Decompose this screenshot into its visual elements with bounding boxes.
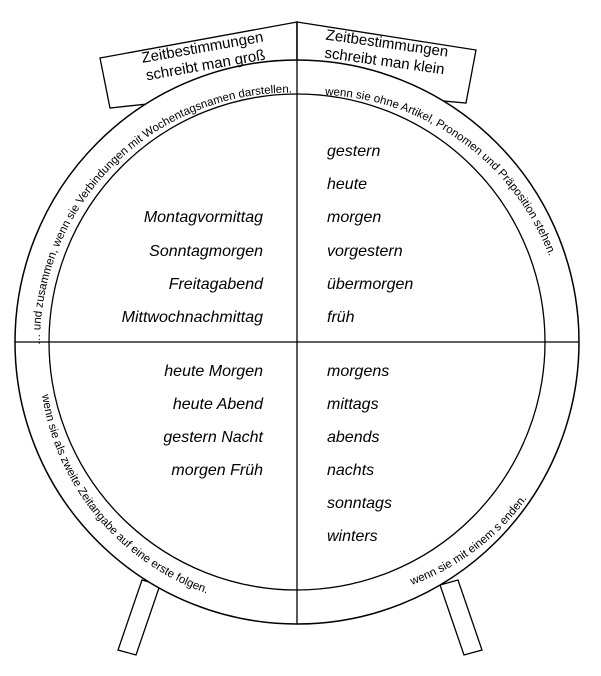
word-item: winters xyxy=(327,528,378,545)
word-item: Freitagabend xyxy=(169,276,264,293)
word-item: morgen xyxy=(327,209,381,226)
words-bottom-right: morgens mittags abends nachts sonntags w… xyxy=(327,363,392,545)
word-item: gestern xyxy=(327,143,380,160)
words-top-right: gestern heute morgen vorgestern übermorg… xyxy=(327,143,413,326)
word-item: morgens xyxy=(327,363,389,380)
word-item: morgen Früh xyxy=(171,462,263,479)
word-item: früh xyxy=(327,309,355,326)
word-item: abends xyxy=(327,429,380,446)
word-item: übermorgen xyxy=(327,276,413,293)
word-item: mittags xyxy=(327,396,379,413)
words-bottom-left: heute Morgen heute Abend gestern Nacht m… xyxy=(163,363,264,479)
word-item: heute xyxy=(327,176,367,193)
word-item: heute Morgen xyxy=(164,363,263,380)
word-item: Sonntagmorgen xyxy=(149,243,263,260)
words-top-left: Montagvormittag Sonntagmorgen Freitagabe… xyxy=(122,209,264,326)
stand-leg-left xyxy=(117,579,161,656)
word-item: gestern Nacht xyxy=(163,429,263,446)
word-item: Montagvormittag xyxy=(144,209,263,226)
word-item: sonntags xyxy=(327,495,392,512)
stand-leg-right xyxy=(439,579,483,656)
word-item: Mittwochnachmittag xyxy=(122,309,263,326)
word-item: nachts xyxy=(327,462,374,479)
word-item: heute Abend xyxy=(173,396,264,413)
word-item: vorgestern xyxy=(327,243,403,260)
